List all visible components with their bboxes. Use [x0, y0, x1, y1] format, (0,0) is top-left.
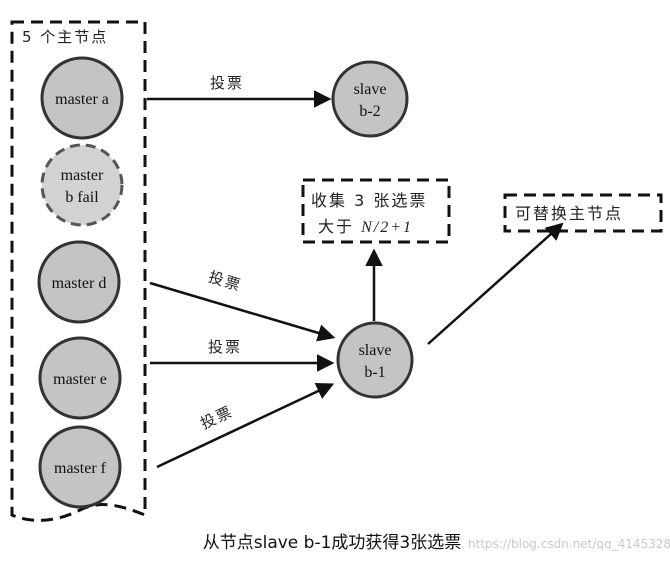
vote-arrow-f-to-b1	[156, 383, 335, 469]
votes-box-line2: 大于 N/2+1	[318, 217, 413, 236]
master-f-label: master f	[54, 460, 107, 477]
master-node-f: master f	[38, 425, 122, 509]
master-node-a: master a	[40, 56, 124, 140]
slave-b1-line1: slave	[359, 342, 392, 359]
master-group-title: 5 个主节点	[22, 28, 108, 46]
master-node-d: master d	[37, 240, 121, 324]
replace-master-box: 可替换主节点	[503, 193, 663, 233]
watermark: https://blog.csdn.net/qq_41453285	[468, 537, 670, 551]
master-group-title-bg	[16, 24, 134, 48]
master-e-label: master e	[53, 371, 107, 388]
master-a-label: master a	[55, 91, 109, 108]
votes-collected-box: 收集 3 张选票 大于 N/2+1	[301, 178, 451, 244]
votes-box-line1: 收集 3 张选票	[311, 191, 427, 210]
master-b-label-line2: b fail	[65, 189, 99, 206]
vote-label-e: 投票	[208, 338, 242, 356]
vote-label-a: 投票	[210, 74, 244, 92]
arrow-b1-to-replace-box	[427, 222, 564, 345]
vote-label-d: 投票	[206, 268, 244, 295]
slave-node-b1: slave b-1	[336, 321, 414, 399]
diagram-caption: 从节点slave b-1成功获得3张选票	[203, 533, 461, 553]
master-b-label-line1: master	[61, 167, 104, 184]
master-d-label: master d	[52, 275, 107, 292]
slave-node-b2: slave b-2	[331, 60, 409, 138]
slave-b2-line2: b-2	[359, 103, 380, 120]
slave-b2-line1: slave	[354, 81, 387, 98]
master-node-b-fail: master b fail	[40, 143, 124, 227]
slave-b1-line2: b-1	[364, 364, 385, 381]
master-node-e: master e	[38, 336, 122, 420]
replace-box-label: 可替换主节点	[515, 204, 623, 223]
vote-label-f: 投票	[198, 402, 236, 433]
vote-arrow-d-to-b1	[149, 281, 336, 342]
master-group-border	[10, 20, 147, 522]
